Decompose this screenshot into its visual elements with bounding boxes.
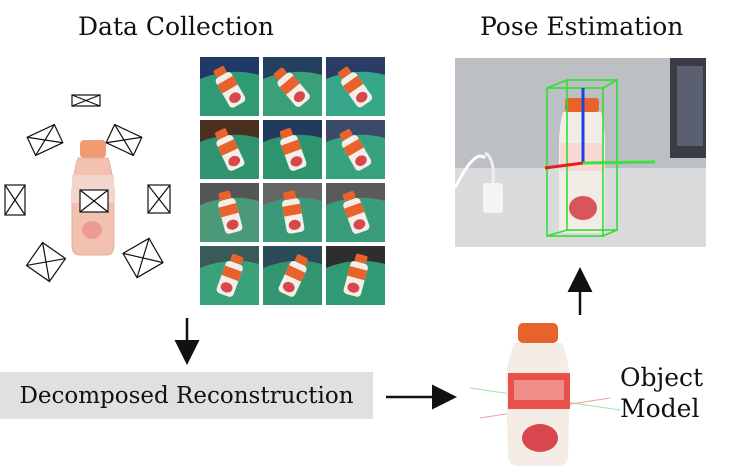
camera-ring-illustration (0, 80, 195, 320)
camera-left-icon (4, 184, 26, 216)
camera-upper-left-icon (26, 123, 64, 157)
captured-image-11 (263, 246, 322, 305)
captured-image-2 (263, 57, 322, 116)
camera-upper-right-icon (105, 123, 143, 157)
captured-image-9 (326, 183, 385, 242)
camera-lower-right-icon (122, 237, 164, 279)
decomposed-reconstruction-label: Decomposed Reconstruction (19, 382, 354, 409)
camera-center-icon (79, 189, 109, 213)
pose-estimation-title: Pose Estimation (480, 12, 684, 41)
captured-image-7 (200, 183, 259, 242)
captured-image-6 (326, 120, 385, 179)
object-model-label: Object Model (620, 363, 704, 423)
object-model-render (470, 318, 620, 470)
pose-estimation-photo (455, 58, 706, 247)
captured-image-4 (200, 120, 259, 179)
data-collection-title: Data Collection (78, 12, 275, 41)
captured-image-1 (200, 57, 259, 116)
decomposed-reconstruction-box: Decomposed Reconstruction (0, 372, 373, 419)
bottle-model (506, 323, 570, 466)
camera-right-icon (147, 184, 171, 214)
captured-image-5 (263, 120, 322, 179)
captured-image-12 (326, 246, 385, 305)
captured-image-8 (263, 183, 322, 242)
captured-image-grid (200, 57, 385, 307)
camera-top-icon (71, 94, 101, 107)
captured-image-10 (200, 246, 259, 305)
captured-image-3 (326, 57, 385, 116)
camera-lower-left-icon (25, 241, 67, 283)
pose-axes (544, 88, 656, 170)
